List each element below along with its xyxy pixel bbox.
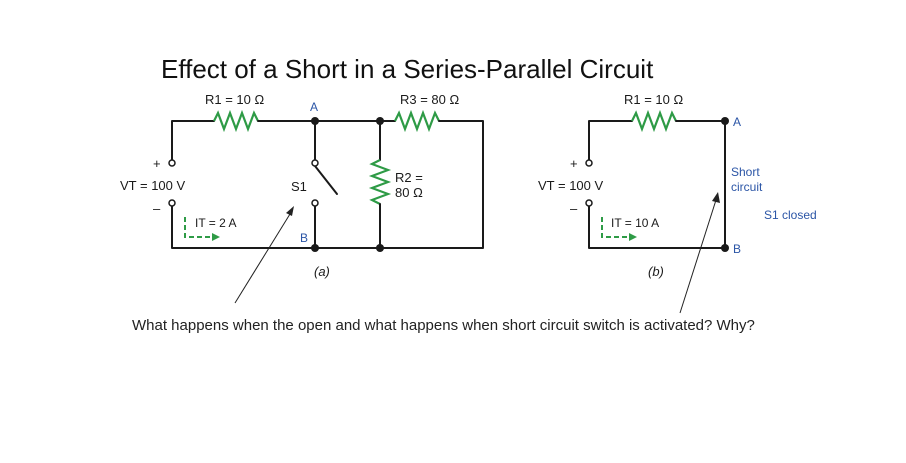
source-terminal-minus-b (585, 199, 593, 207)
junction-a-top-r2 (376, 117, 384, 125)
node-a-label-b: A (733, 115, 741, 129)
wire-a-outer-loop (171, 120, 484, 249)
resistor-r1-a (213, 109, 259, 133)
pointer-arrowhead-switch (286, 206, 294, 216)
source-terminal-minus-a (168, 199, 176, 207)
junction-a-bottom-r2 (376, 244, 384, 252)
switch-blade (314, 165, 338, 195)
current-arrowhead-a (212, 233, 220, 241)
caption-b: (b) (648, 264, 664, 279)
question-text: What happens when the open and what happ… (132, 317, 755, 334)
short-label-2: circuit (731, 180, 763, 194)
source-terminal-plus-b (585, 159, 593, 167)
resistor-r3-a (394, 109, 440, 133)
junction-a-top-switch (311, 117, 319, 125)
minus-sign-a: – (153, 201, 161, 216)
pointer-arrowhead-short (712, 192, 720, 203)
plus-sign-b: + (570, 156, 578, 171)
current-label-a: IT = 2 A (195, 216, 236, 230)
circuit-b: R1 = 10 Ω A B Short circuit S1 closed VT… (538, 92, 817, 279)
resistor-r1-b (631, 109, 677, 133)
wire-a-left-top (171, 120, 215, 161)
pointer-line-to-short (679, 199, 717, 314)
source-label-a: VT = 100 V (120, 178, 185, 193)
node-b-label-b: B (733, 242, 741, 256)
short-label-1: Short (731, 165, 760, 179)
source-label-b: VT = 100 V (538, 178, 603, 193)
r1-label-a: R1 = 10 Ω (205, 92, 265, 107)
current-label-b: IT = 10 A (611, 216, 659, 230)
switch-contact-top (311, 159, 319, 167)
node-b-label: B (300, 231, 308, 245)
resistor-r2-a (368, 159, 392, 205)
switch-state-label: S1 closed (764, 208, 817, 222)
r3-label-a: R3 = 80 Ω (400, 92, 460, 107)
r1-label-b: R1 = 10 Ω (624, 92, 684, 107)
circuit-a: R1 = 10 Ω R3 = 80 Ω R2 = 80 Ω A B S1 VT … (120, 92, 484, 279)
junction-b-b (721, 244, 729, 252)
current-arrow-a (184, 217, 212, 238)
junction-b-a (721, 117, 729, 125)
r2-label-bottom: 80 Ω (395, 185, 423, 200)
pointer-line-to-switch (234, 213, 291, 304)
minus-sign-b: – (570, 201, 578, 216)
switch-label: S1 (291, 179, 307, 194)
plus-sign-a: + (153, 156, 161, 171)
pointer-arrows (234, 192, 720, 314)
current-arrowhead-b (629, 233, 637, 241)
junction-a-bottom-switch (311, 244, 319, 252)
source-terminal-plus-a (168, 159, 176, 167)
r2-label-top: R2 = (395, 170, 423, 185)
wire-b-left-top (588, 120, 633, 161)
caption-a: (a) (314, 264, 330, 279)
page-title: Effect of a Short in a Series-Parallel C… (161, 54, 654, 84)
switch-contact-bottom (311, 199, 319, 207)
current-arrow-b (601, 217, 629, 238)
node-a-label: A (310, 100, 318, 114)
